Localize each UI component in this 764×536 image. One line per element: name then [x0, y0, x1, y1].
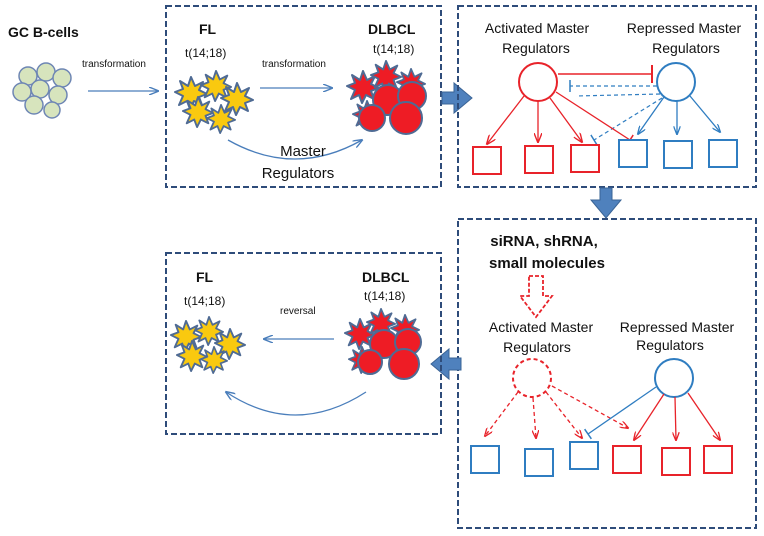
block-arrow-down: [589, 187, 623, 219]
inhibitor-dashed-arrow: [518, 275, 554, 319]
fl-bottom-translocation: t(14;18): [184, 294, 225, 308]
repressed-target-genes-bottom: [470, 441, 599, 477]
panel-master-regulators-network: [457, 5, 757, 188]
repressed-bottom-arrows: [583, 386, 720, 440]
panel-transformation: [165, 5, 442, 188]
sirna-label-1: siRNA, shRNA,: [490, 233, 598, 250]
dlbcl-top-translocation: t(14;18): [373, 42, 414, 56]
repressed-mr-bottom-label-1: Repressed Master: [620, 319, 735, 335]
repressed-targets-arrows: [638, 95, 720, 134]
fl-bottom-label: FL: [196, 269, 214, 285]
panel-inhibition-network: [457, 218, 757, 529]
repressed-inhibits-activated: [569, 80, 663, 146]
activated-mr-node-top: [518, 62, 558, 102]
transformation-label-2: transformation: [262, 59, 326, 70]
gc-bcells-cluster: [12, 62, 72, 119]
gc-bcells-label: GC B-cells: [8, 24, 79, 40]
activated-mr-top-label-1: Activated Master: [485, 20, 590, 36]
master-regulators-label-2: Regulators: [262, 165, 335, 182]
repressed-mr-top-label-2: Regulators: [652, 40, 720, 56]
transformation-label-1: transformation: [82, 59, 146, 70]
repressed-mr-node-top: [656, 62, 696, 102]
fl-top-label: FL: [199, 21, 217, 37]
activated-bottom-dashed-arrows: [485, 385, 628, 438]
repressed-mr-node-bottom: [654, 358, 694, 398]
reversal-label: reversal: [280, 306, 316, 317]
master-regulators-arrow: [227, 140, 362, 160]
sirna-label-2: small molecules: [489, 255, 605, 272]
activated-mr-bottom-label-1: Activated Master: [489, 319, 594, 335]
activated-mr-top-label-2: Regulators: [502, 40, 570, 56]
activated-targets-arrows: [487, 91, 634, 144]
activated-target-genes-bottom: [612, 445, 733, 476]
block-arrow-left-bottom: [430, 347, 462, 381]
reversal-curved-arrow: [226, 392, 367, 416]
fl-top-translocation: t(14;18): [185, 46, 226, 60]
repressed-target-genes-top: [618, 139, 738, 169]
repressed-mr-top-label-1: Repressed Master: [627, 20, 742, 36]
dlbcl-bottom-translocation: t(14;18): [364, 289, 405, 303]
dlbcl-top-label: DLBCL: [368, 21, 416, 37]
activated-mr-node-bottom-inhibited: [512, 358, 552, 398]
dlbcl-top-cells: [346, 60, 427, 135]
dlbcl-bottom-cells: [344, 308, 422, 380]
fl-bottom-cells: [170, 316, 246, 374]
master-regulators-label-1: Master: [280, 143, 326, 160]
activated-target-genes-top: [472, 144, 600, 175]
activated-mr-bottom-label-2: Regulators: [503, 339, 571, 355]
repressed-mr-bottom-label-2: Regulators: [636, 337, 704, 353]
panel-reversal: [165, 252, 442, 435]
fl-top-cells: [174, 70, 254, 134]
dlbcl-bottom-label: DLBCL: [362, 269, 410, 285]
